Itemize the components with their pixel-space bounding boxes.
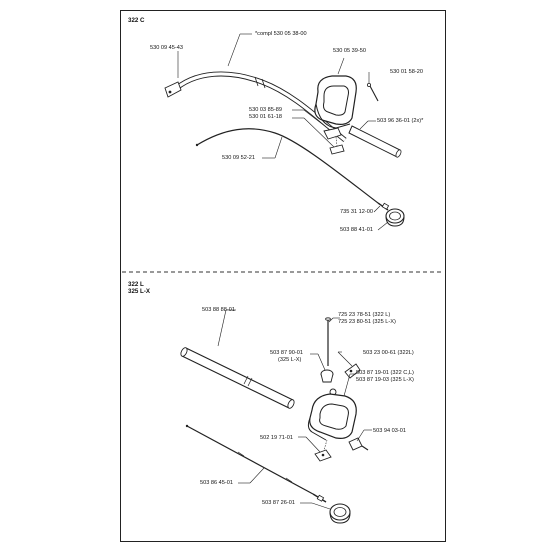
section-title-322l: 322 L [128, 281, 144, 288]
part-label: 530 01 58-20 [390, 69, 423, 75]
grip-tube-top [348, 125, 402, 158]
section-title-322c: 322 C [128, 17, 145, 24]
part-label: 725 23 78-51 (322 L) [338, 312, 391, 318]
part-label: 530 05 39-50 [333, 48, 366, 54]
flex-drive-cable [196, 128, 379, 204]
loop-handle-bottom [307, 393, 357, 441]
handle-knob [320, 369, 334, 383]
nut-bottom [348, 437, 369, 451]
diagram-frame [120, 10, 446, 542]
part-label: 503 88 41-01 [340, 227, 373, 233]
angle-gear-top [377, 202, 405, 227]
part-label: 503 94 03-01 [373, 428, 406, 434]
part-label: 503 23 00-61 (322L) [363, 350, 414, 356]
part-label: 530 03 85-89 [249, 107, 282, 113]
part-label: 502 19 71-01 [260, 435, 293, 441]
handle-bracket [323, 127, 345, 155]
bolt-bottom [325, 317, 331, 366]
part-label: *compl 530 05 38-00 [255, 31, 307, 37]
part-label: (325 L-X) [278, 357, 302, 363]
section-title-325lx: 325 L-X [128, 288, 151, 295]
loop-handle-top [314, 75, 357, 129]
flex-drive-cable-bottom [186, 425, 314, 495]
part-label: 503 96 36-01 (2x)* [377, 118, 424, 124]
shaft-clamp [164, 81, 182, 98]
part-label: 503 87 26-01 [262, 500, 295, 506]
part-label: 530 09 45-43 [150, 45, 183, 51]
part-label: 725 23 80-51 (325 L-X) [338, 319, 396, 325]
part-label: 503 86 45-01 [200, 480, 233, 486]
part-label: 530 09 52-21 [222, 155, 255, 161]
part-label: 735 31 12-00 [340, 209, 373, 215]
screw-top [366, 83, 379, 102]
part-label: 503 87 19-01 (322 C,L) [356, 370, 414, 376]
part-label: 503 87 90-01 [270, 350, 303, 356]
bracket-bottom [314, 439, 332, 462]
part-label: 503 87 19-03 (325 L-X) [356, 377, 414, 383]
part-label: 503 88 88-01 [202, 307, 235, 313]
handle-spacer [344, 363, 361, 379]
straight-shaft-tube [180, 347, 295, 409]
angle-gear-bottom [312, 493, 351, 524]
part-label: 530 01 61-18 [249, 114, 282, 120]
